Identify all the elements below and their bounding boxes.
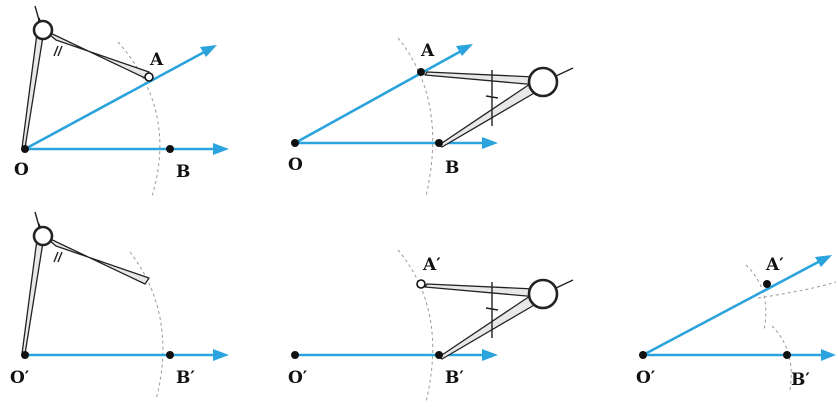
point-o-prime (21, 351, 29, 359)
label-o: O (14, 160, 29, 180)
arrow-head-o-prime-b-prime (821, 349, 836, 361)
point-b (166, 145, 174, 153)
arrow-head-ob (213, 143, 229, 155)
point-o-prime (291, 351, 299, 359)
compass-icon (423, 66, 575, 149)
label-b: B (176, 162, 190, 182)
panel-bottom-left: O′ B′ (10, 210, 229, 401)
label-o: O (288, 155, 303, 175)
compass-icon (20, 4, 151, 150)
label-b-prime: B′ (791, 370, 810, 390)
point-a (417, 68, 425, 76)
label-b-prime: B′ (176, 368, 195, 388)
point-a-prime (416, 279, 426, 289)
arrow-head-ob (482, 137, 498, 149)
ray-oa (293, 48, 465, 145)
arc-a-prime (745, 264, 767, 331)
panel-bottom-right: O′ A′ B′ (636, 255, 837, 391)
panel-top-left: O A B (14, 4, 229, 197)
point-o-prime (639, 351, 647, 359)
ray-oa (23, 48, 210, 151)
label-o-prime: O′ (10, 368, 30, 388)
point-o (291, 139, 299, 147)
arc-ab (397, 37, 434, 197)
arc-b-prime (397, 249, 434, 403)
arrow-head-o-prime-a-prime (815, 255, 832, 267)
label-a-prime: A′ (422, 255, 441, 275)
arrow-head-oa (456, 44, 473, 56)
panel-bottom-middle: O′ A′ B′ (288, 249, 575, 403)
compass-icon (423, 278, 575, 361)
point-a (144, 72, 154, 82)
label-o-prime: O′ (636, 368, 656, 388)
point-o (21, 145, 29, 153)
label-a: A (149, 50, 164, 70)
arrow-head-oa (200, 45, 217, 57)
label-b: B (445, 158, 459, 178)
label-b-prime: B′ (445, 368, 464, 388)
point-b-prime (783, 351, 791, 359)
point-b-prime (166, 351, 174, 359)
point-a-prime (763, 280, 771, 288)
label-a: A (420, 41, 435, 61)
arc-b-prime-long (757, 281, 837, 299)
arrow-head-o-prime-b-prime (213, 349, 229, 361)
ray-o-prime-a-prime (641, 258, 824, 357)
point-b (435, 139, 443, 147)
label-o-prime: O′ (288, 368, 308, 388)
arrow-head-o-prime-b-prime (482, 349, 498, 361)
arc-ab (117, 41, 161, 197)
point-b-prime (435, 351, 443, 359)
compass-icon (20, 210, 151, 356)
label-a-prime: A′ (765, 255, 784, 275)
panel-top-middle: O A B (288, 37, 575, 197)
